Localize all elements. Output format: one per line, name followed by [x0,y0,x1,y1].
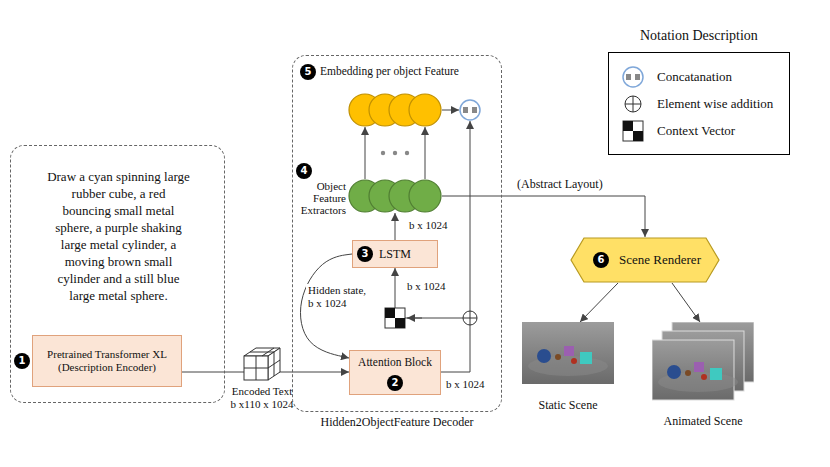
annotation-label: b x 1024 [407,280,446,293]
connector-arrow [442,196,645,237]
connector-arrow [672,283,700,322]
legend-text: Context Vector [657,123,735,139]
drawn-rect [623,121,643,141]
feature-arrow [425,127,426,179]
legend-row: Concatanation [621,63,789,90]
embedding-circles: Embedding per object Feature [348,93,442,127]
callout-number: 1 [14,353,30,369]
context-vector-symbol [385,308,405,328]
legend-text: Concatanation [657,69,732,85]
drawn-circle [537,349,551,363]
ellipsis-dot [405,151,409,155]
drawn-rect [580,352,592,364]
legend-text: Element wise addition [657,96,773,112]
node-text: LSTM [379,247,411,262]
drawn-circle [701,374,707,380]
drawn-rect [564,346,574,356]
drawn-circle [685,370,691,376]
drawn-circle [555,354,561,360]
object-circles [348,179,442,213]
drawn-polygon [571,238,719,282]
node-text: Object Feature Extractors [298,180,346,216]
legend-row: Context Vector [621,117,789,144]
legend-symbol [621,65,645,89]
drawn-rect [623,121,633,131]
callout-number: 5 [300,64,316,80]
addition-to-concat-line [470,121,471,311]
drawn-line [262,348,274,356]
addition-symbol [463,311,477,325]
connector-label: b x 1024 [407,219,450,232]
callout-number: 6 [593,252,609,268]
drawn-line [244,368,268,369]
annotation-label: Encoded Text [232,385,292,398]
callout-number: 2 [387,375,403,391]
encoder-box: Pretrained Transformer XL (Description E… [32,335,182,387]
addition-to-context-arrow [407,318,422,319]
node-text: Pretrained Transformer XL (Description E… [39,348,175,374]
annotation-label: b x 1024 [446,378,485,391]
drawn-line [268,360,280,368]
drawn-line [470,311,471,325]
ellipsis-dot [381,151,385,155]
drawn-rect [710,368,722,380]
drawn-rect [635,74,640,80]
drawn-rect [522,322,614,384]
connector-arrow [365,127,366,179]
legend-box: ConcatanationElement wise additionContex… [608,52,790,155]
drawn-line [250,352,274,353]
drawn-circle [571,358,577,364]
drawn-circle [463,311,477,325]
drawn-rect [472,107,477,113]
node-text: Static Scene [522,398,614,413]
drawn-line [633,96,634,112]
concatenation-symbol [460,100,480,120]
drawn-rect [626,74,631,80]
drawn-circle [460,100,480,120]
drawn-rect [633,131,643,141]
node-text: Animated Scene [652,414,754,429]
drawn-rect [694,362,704,372]
drawn-rect [463,107,468,113]
node-text: Draw a cyan spinning large rubber cube, … [46,168,191,304]
node-text: Hidden2ObjectFeature Decoder [293,415,501,430]
object-circles [348,93,442,127]
drawn-rect [244,356,268,380]
node-text: Embedding per object Feature [320,65,459,77]
drawn-rect [385,308,405,328]
object-circle [409,180,441,212]
callout-number: 3 [357,246,373,262]
callout-number: 4 [296,163,312,179]
legend-row: Element wise addition [621,90,789,117]
drawn-polygon [268,348,280,380]
encoder-region: Draw a cyan spinning large rubber cube, … [10,145,225,403]
static-scene: Static Scene [522,322,614,384]
concat-input-line [442,110,459,111]
drawn-circle [623,67,643,87]
decoder-region: Hidden2ObjectFeature DecoderEmbedding pe… [292,55,502,412]
drawn-rect [385,308,395,318]
feature-extractor-circles: Object Feature Extractors [348,179,442,213]
animated-scene-frames [652,322,754,402]
animated-scene: Animated Scene [652,322,754,402]
annotation-label: Notation Description [640,29,758,42]
drawn-circle [667,365,681,379]
legend-symbol [621,92,645,116]
annotation-label: b x110 x 1024 [231,398,294,411]
drawn-circle [625,96,641,112]
connector-arrow [580,283,618,322]
legend-symbol [621,119,645,143]
encoded-text-cube [244,348,280,380]
connector-label: Hidden state, b x 1024 [306,284,374,310]
connector-label: (Abstract Layout) [515,178,605,191]
object-circle [409,94,441,126]
node-text: Attention Block [358,356,432,369]
ellipsis-dot [393,151,397,155]
static-scene-image [522,322,614,384]
drawn-rect [395,318,405,328]
connector-arrow [395,213,396,240]
